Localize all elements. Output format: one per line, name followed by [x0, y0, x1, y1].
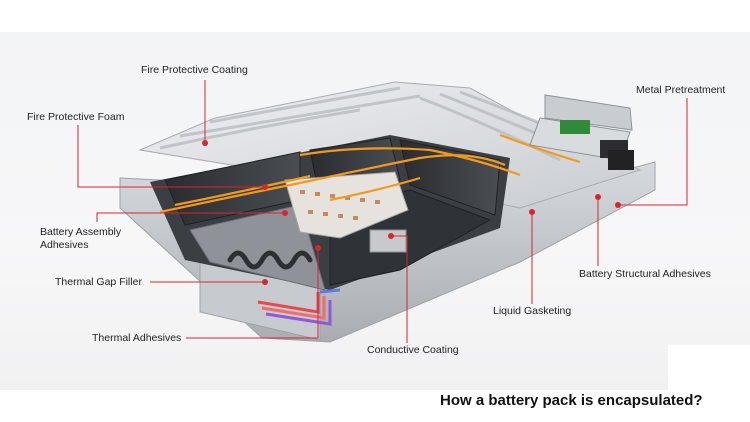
orange-wiring	[159, 133, 581, 214]
label-thermal-gap-filler: Thermal Gap Filler	[55, 276, 142, 288]
thermal-gap-filler-coil	[227, 250, 313, 270]
label-liquid-gasketing: Liquid Gasketing	[493, 305, 572, 317]
corner-white-box	[668, 345, 750, 390]
label-battery-assembly-adhesives: Battery Assembly Adhesives	[40, 226, 122, 251]
label-conductive-coating: Conductive Coating	[367, 344, 459, 356]
label-thermal-adhesives: Thermal Adhesives	[92, 332, 182, 344]
label-fire-protective-foam: Fire Protective Foam	[27, 111, 125, 123]
label-fire-protective-coating: Fire Protective Coating	[141, 64, 248, 76]
leader-lines	[77, 80, 688, 343]
label-battery-structural-adhesives: Battery Structural Adhesives	[579, 268, 711, 280]
control-electronics	[529, 94, 634, 170]
label-metal-pretreatment: Metal Pretreatment	[636, 84, 726, 96]
leader-dots	[202, 140, 621, 285]
caption: How a battery pack is encapsulated?	[440, 392, 703, 409]
